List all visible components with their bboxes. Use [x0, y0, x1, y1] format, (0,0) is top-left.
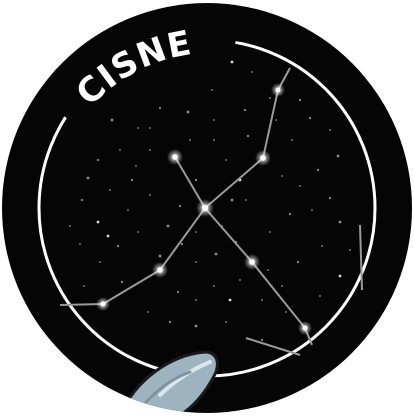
faint-star: [149, 127, 151, 129]
faint-star: [135, 165, 137, 167]
faint-star: [299, 99, 301, 101]
faint-star: [297, 261, 299, 263]
faint-star: [261, 299, 263, 301]
faint-star: [349, 249, 351, 251]
faint-star: [177, 291, 179, 293]
faint-star: [267, 269, 269, 271]
faint-star: [291, 139, 293, 141]
faint-star: [97, 221, 100, 224]
faint-star: [159, 255, 162, 258]
star-deneb: [196, 199, 214, 217]
faint-star: [195, 261, 197, 263]
faint-star: [127, 209, 129, 211]
faint-star: [339, 275, 342, 278]
faint-star: [195, 179, 197, 181]
faint-star: [107, 235, 110, 238]
faint-star: [149, 149, 151, 151]
faint-star: [239, 279, 241, 281]
faint-star: [281, 285, 283, 287]
faint-star: [213, 285, 215, 287]
faint-star: [111, 119, 114, 122]
faint-star: [137, 127, 139, 129]
faint-star: [87, 177, 90, 180]
faint-star: [213, 139, 215, 141]
faint-star: [229, 299, 232, 302]
star-upper-left: [167, 149, 183, 165]
faint-star: [99, 261, 101, 263]
faint-star: [231, 61, 234, 64]
faint-star: [187, 111, 190, 114]
faint-star: [79, 243, 81, 245]
faint-star: [169, 321, 171, 323]
faint-star: [247, 135, 249, 137]
faint-star: [147, 311, 149, 313]
faint-star: [167, 225, 170, 228]
faint-star: [319, 295, 321, 297]
faint-star: [211, 89, 213, 91]
star-top: [271, 83, 285, 97]
faint-star: [311, 209, 313, 211]
faint-star: [225, 159, 227, 161]
faint-star: [119, 149, 121, 151]
faint-star: [329, 129, 331, 131]
faint-star: [195, 231, 197, 233]
faint-star: [339, 221, 342, 224]
faint-star: [213, 119, 215, 121]
faint-star: [244, 109, 246, 111]
faint-star: [81, 199, 83, 201]
faint-star: [261, 339, 263, 341]
faint-star: [251, 71, 253, 73]
star-upper-right: [255, 150, 271, 166]
faint-star: [117, 245, 119, 247]
faint-star: [231, 199, 234, 202]
faint-star: [285, 311, 287, 313]
faint-star: [225, 321, 227, 323]
faint-star: [337, 155, 340, 158]
faint-star: [131, 179, 133, 181]
faint-star: [83, 285, 85, 287]
faint-star: [317, 169, 319, 171]
faint-star: [289, 213, 291, 215]
star-wing-left: [96, 297, 110, 311]
faint-star: [275, 119, 277, 121]
faint-star: [195, 299, 197, 301]
faint-star: [309, 117, 311, 119]
faint-star: [299, 185, 301, 187]
faint-star: [329, 197, 331, 199]
faint-star: [69, 225, 71, 227]
faint-star: [159, 107, 161, 109]
star-lower-left: [152, 262, 168, 278]
faint-star: [121, 281, 123, 283]
faint-star: [281, 175, 283, 177]
faint-star: [189, 139, 191, 141]
faint-star: [97, 159, 99, 161]
faint-star: [245, 199, 247, 201]
faint-star: [181, 243, 183, 245]
faint-star: [321, 245, 323, 247]
faint-star: [269, 231, 271, 233]
faint-star: [109, 189, 111, 191]
faint-star: [195, 325, 198, 328]
star-body-right: [244, 254, 260, 270]
faint-star: [137, 231, 139, 233]
faint-star: [149, 194, 151, 196]
faint-star: [269, 97, 271, 99]
star-tail: [298, 321, 312, 335]
faint-star: [215, 253, 218, 256]
faint-star: [179, 205, 181, 207]
